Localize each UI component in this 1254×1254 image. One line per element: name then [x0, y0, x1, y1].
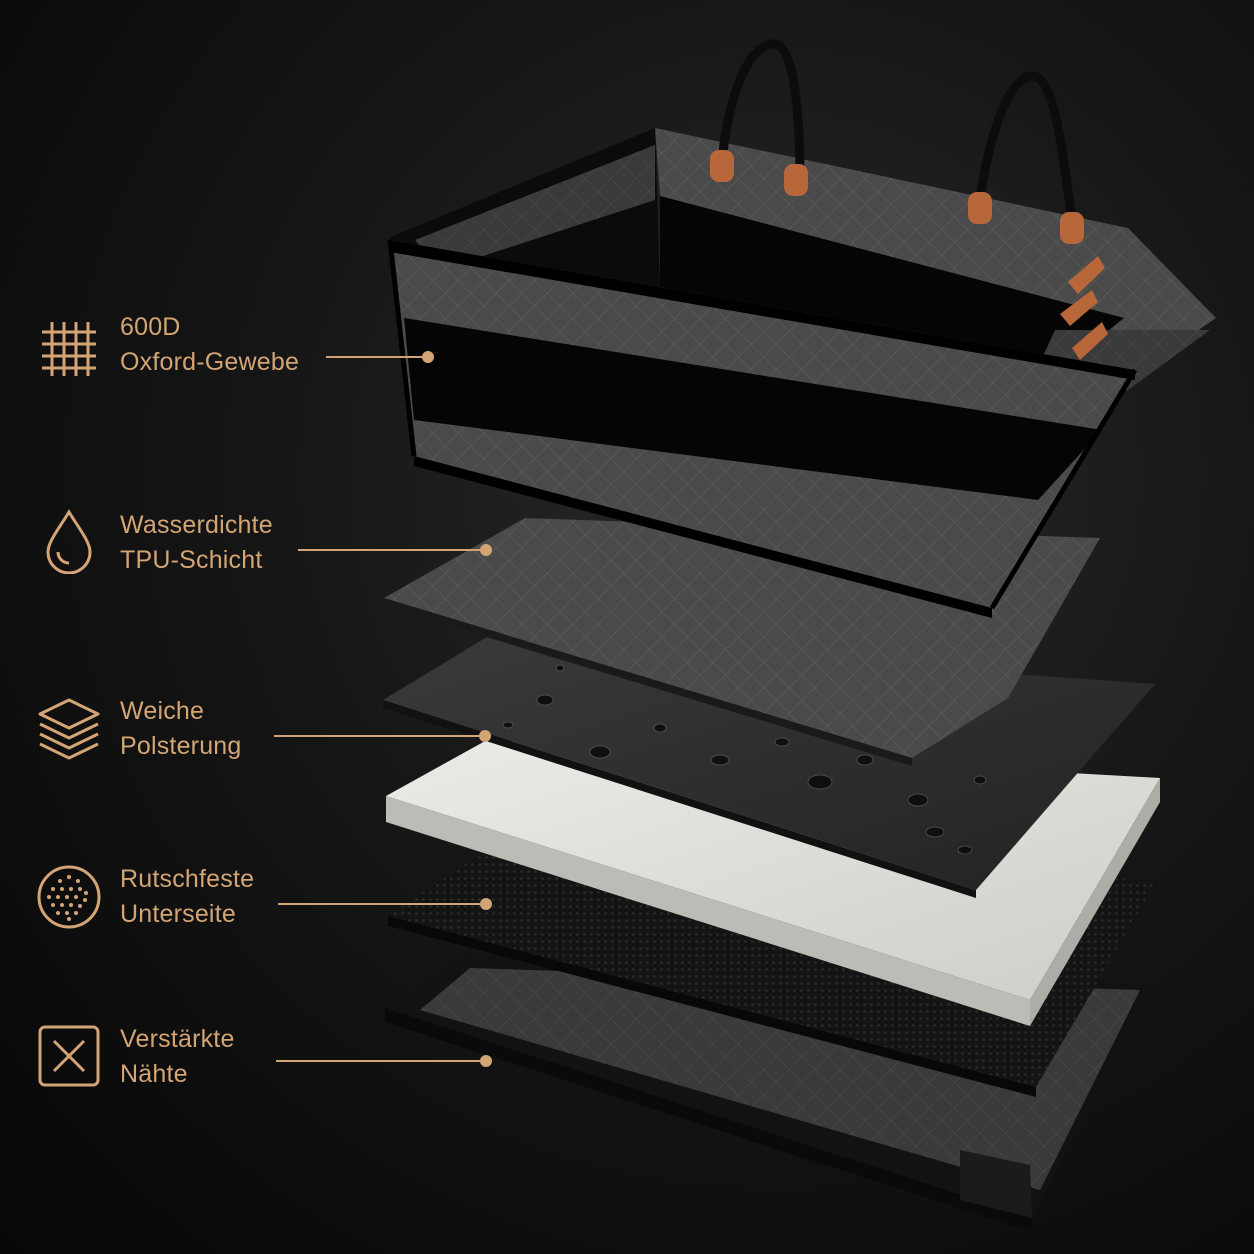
feature-waterproof-layer: Wasserdichte TPU-Schicht — [0, 504, 1254, 624]
feature-label: Wasserdichte TPU-Schicht — [120, 511, 273, 574]
feature-soft-padding: Weiche Polsterung — [0, 690, 1254, 810]
feature-label: Rutschfeste Unterseite — [120, 865, 255, 928]
feature-label: Verstärkte Nähte — [120, 1025, 235, 1088]
feature-label: Weiche Polsterung — [120, 697, 242, 760]
layers-icon — [38, 698, 100, 760]
feature-label: 600D Oxford-Gewebe — [120, 313, 300, 376]
hammock-basket — [387, 39, 1216, 618]
leather-tabs — [710, 150, 1108, 360]
woven-fabric-icon — [42, 322, 96, 376]
feature-anti-slip: Rutschfeste Unterseite — [0, 860, 1254, 980]
leader-lines — [274, 351, 492, 1067]
water-drop-icon — [46, 509, 92, 574]
feature-oxford-fabric: 600D Oxford-Gewebe — [0, 306, 1254, 426]
feature-reinforced-seams: Verstärkte Nähte — [0, 1020, 1254, 1140]
cross-stitch-icon — [38, 1025, 100, 1087]
dotted-circle-icon — [37, 865, 101, 929]
